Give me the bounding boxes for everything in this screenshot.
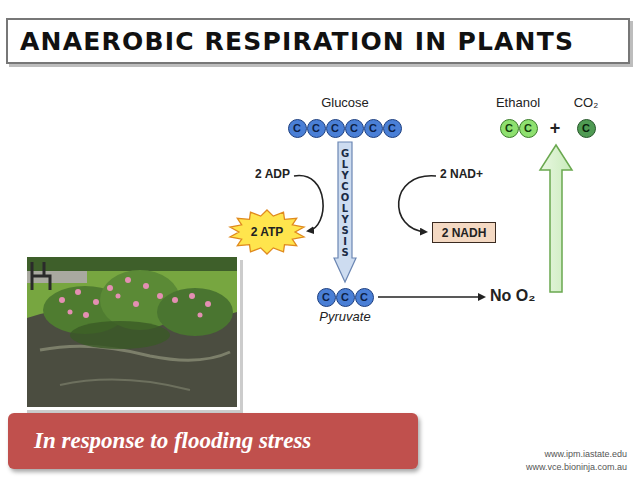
- pyruvate-arrow: [378, 296, 484, 298]
- photo-frame: [24, 254, 240, 410]
- carbon-atom: C: [307, 119, 326, 138]
- carbon-atom: C: [364, 119, 383, 138]
- molecule-name: Ethanol: [496, 96, 540, 111]
- arrow-shape: [334, 142, 356, 282]
- slide-title: ANAEROBIC RESPIRATION IN PLANTS: [20, 27, 574, 56]
- cofactor-label: 2 NAD+: [440, 168, 483, 182]
- atom-symbol: C: [322, 292, 330, 303]
- atom-symbol: C: [350, 123, 358, 134]
- carbon-atom: C: [326, 119, 345, 138]
- source-credit: www.ipm.iastate.edu: [544, 449, 627, 459]
- caption-banner: In response to flooding stress: [8, 413, 418, 469]
- nadh-box: 2 NADH: [432, 222, 496, 243]
- atom-symbol: C: [582, 123, 590, 134]
- atp-curve-arrow: [294, 176, 323, 231]
- source-credit: www.vce.bioninja.com.au: [526, 462, 627, 472]
- atp-starburst: 2 ATP: [228, 209, 306, 255]
- atom-symbol: C: [505, 123, 513, 134]
- atom-symbol: C: [312, 123, 320, 134]
- atom-symbol: C: [331, 123, 339, 134]
- carbon-atom: C: [383, 119, 402, 138]
- title-box: ANAEROBIC RESPIRATION IN PLANTS: [6, 18, 630, 64]
- shrub: [157, 288, 233, 336]
- molecule-name: CO₂: [574, 96, 599, 111]
- atom-symbol: C: [293, 123, 301, 134]
- atom-symbol: C: [369, 123, 377, 134]
- plus-sign: +: [550, 118, 561, 139]
- carbon-atom: C: [355, 288, 374, 307]
- nadh-curve-arrow: [399, 176, 436, 232]
- carbon-atom: C: [345, 119, 364, 138]
- fermentation-arrow: [540, 145, 572, 292]
- hedge: [27, 257, 237, 271]
- carbon-atom: C: [577, 119, 596, 138]
- carbon-atom: C: [500, 119, 519, 138]
- carbon-atom: C: [519, 119, 538, 138]
- lawn: [27, 257, 237, 407]
- carbon-atom: C: [288, 119, 307, 138]
- cofactor-label: 2 ADP: [255, 168, 290, 182]
- flood-photo: [24, 254, 243, 414]
- node-text: 2 NADH: [442, 226, 487, 240]
- node-text: 2 ATP: [251, 225, 284, 239]
- carbon-atom: C: [336, 288, 355, 307]
- node-text: GLYCOLYSIS: [340, 148, 350, 258]
- atom-symbol: C: [388, 123, 396, 134]
- glycolysis-arrow: GLYCOLYSIS: [334, 142, 356, 282]
- atom-symbol: C: [360, 292, 368, 303]
- molecule-name: Glucose: [321, 96, 369, 111]
- water-reflection: [60, 380, 190, 390]
- carbon-atom: C: [317, 288, 336, 307]
- glycolysis-letters: GLYCOLYSIS: [334, 142, 356, 258]
- garden-chair: [32, 262, 50, 290]
- pink-flowers: [59, 277, 211, 318]
- molecule-name: Pyruvate: [319, 310, 370, 325]
- node-text: In response to flooding stress: [34, 428, 311, 454]
- atom-symbol: C: [524, 123, 532, 134]
- starburst-shape: [230, 210, 304, 254]
- atom-symbol: C: [341, 292, 349, 303]
- shrub-reflection: [70, 321, 170, 349]
- condition-label: No O₂: [490, 287, 535, 305]
